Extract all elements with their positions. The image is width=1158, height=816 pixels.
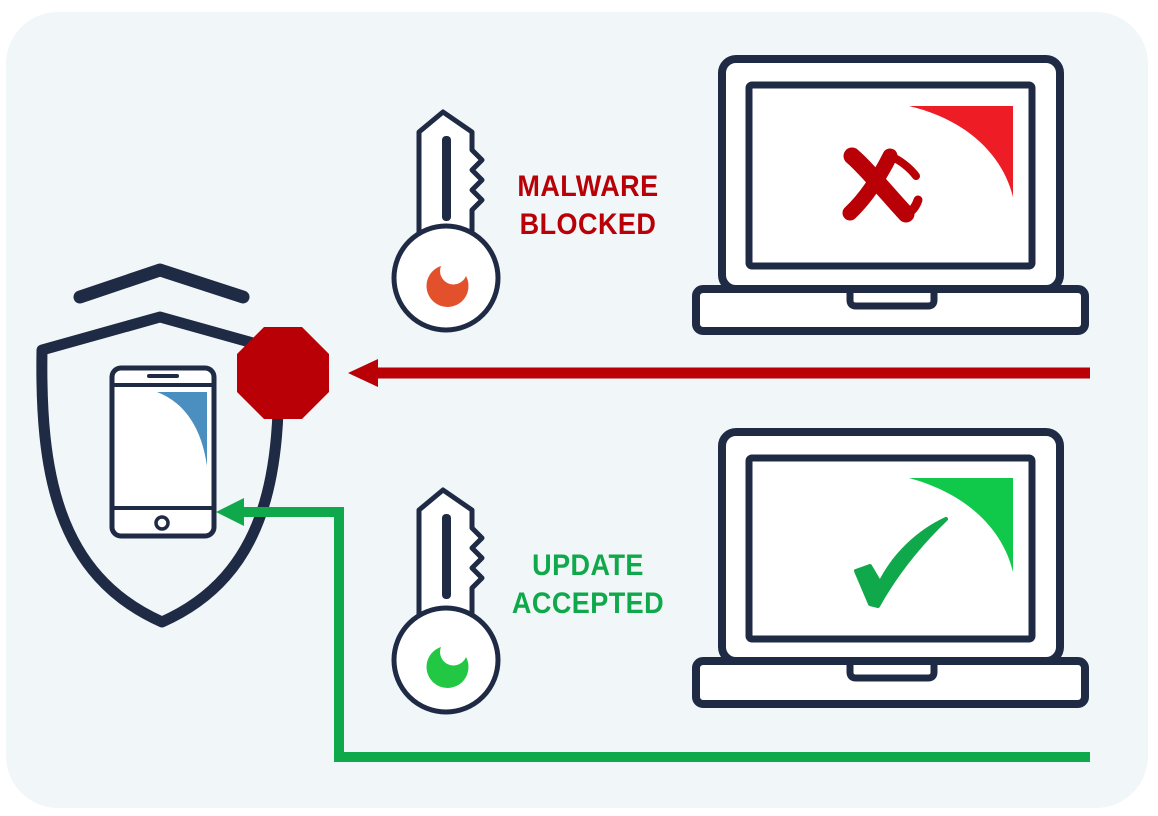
check-mark-icon	[854, 517, 948, 608]
shield-icon	[36, 263, 285, 628]
malware-blocked-label: MALWARE BLOCKED	[498, 168, 678, 244]
malware-blocked-line2: BLOCKED	[519, 208, 657, 241]
stop-sign-icon	[237, 327, 329, 419]
smartphone-icon	[109, 365, 217, 539]
laptop-icon	[692, 428, 1089, 708]
accepted-arrow	[216, 498, 1090, 762]
update-accepted-label: UPDATE ACCEPTED	[498, 547, 678, 623]
update-accepted-line1: UPDATE	[532, 549, 644, 582]
key-icon	[391, 109, 501, 333]
laptop-icon	[692, 55, 1089, 335]
cross-mark-icon	[842, 147, 923, 223]
blocked-arrow	[348, 359, 1090, 387]
key-icon	[391, 487, 501, 715]
update-accepted-line2: ACCEPTED	[511, 587, 665, 620]
malware-blocked-line1: MALWARE	[517, 170, 659, 203]
